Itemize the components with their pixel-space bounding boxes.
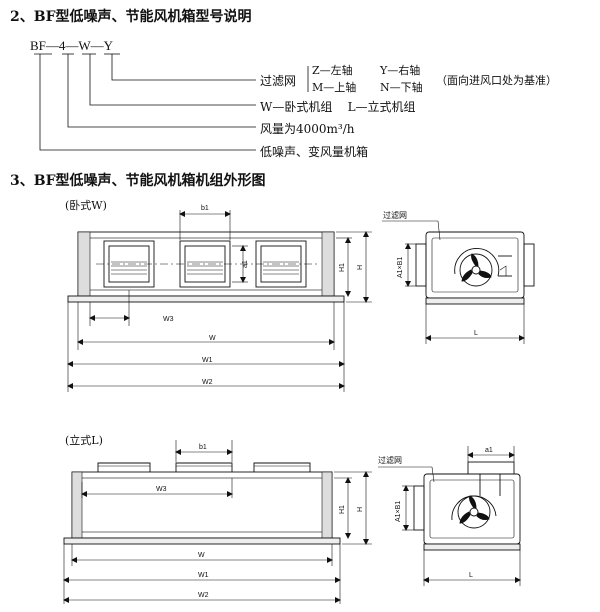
h-w1-label: W1 — [202, 357, 213, 364]
horizontal-fan-icon — [454, 248, 512, 287]
h-b1-label: b1 — [201, 205, 209, 212]
filter-label: 过滤网 — [260, 74, 297, 88]
v-b1-label: b1 — [199, 444, 207, 451]
h-a1-label: a1 — [242, 260, 249, 268]
h-w3-label: W3 — [163, 316, 174, 323]
horizontal-caption: (卧式W) — [65, 199, 107, 212]
h-w-label: W — [209, 335, 216, 342]
section-2-heading: 2、BF型低噪声、节能风机箱型号说明 — [10, 9, 252, 25]
v-w2-label: W2 — [198, 592, 209, 599]
h-h-label: H — [357, 265, 364, 270]
m-top-axis-label: M—上轴 — [312, 81, 357, 94]
vertical-side-dimensions — [378, 446, 521, 586]
z-left-axis-label: Z—左轴 — [312, 64, 353, 77]
horizontal-front-view — [67, 231, 345, 303]
model-code: BF—4—W—Y — [30, 38, 114, 53]
horizontal-side-dimensions — [382, 220, 525, 344]
type-label: W—卧式机组 L—立式机组 — [260, 100, 416, 114]
vertical-caption: (立式L) — [65, 434, 103, 447]
h-w2-label: W2 — [202, 379, 213, 386]
series-label: 低噪声、变风量机箱 — [260, 145, 369, 159]
v-w3-label: W3 — [156, 486, 167, 493]
vertical-side-view — [413, 461, 521, 551]
vertical-outlet-left — [97, 462, 151, 472]
v-l-label: L — [469, 572, 473, 579]
v-a1-label: a1 — [485, 447, 493, 454]
v-w-label: W — [198, 552, 205, 559]
vertical-fan-icon — [451, 474, 501, 529]
h-h1-label: H1 — [339, 263, 346, 272]
h-a1b1-label: A1×B1 — [397, 257, 404, 278]
y-right-axis-label: Y—右轴 — [380, 64, 421, 77]
model-leader-lines — [34, 53, 309, 151]
vertical-outlet-right — [253, 462, 311, 472]
n-bottom-axis-label: N—下轴 — [380, 81, 423, 94]
horizontal-dimensions — [67, 210, 372, 392]
v-h-label: H — [357, 507, 364, 512]
v-filter-label: 过滤网 — [378, 455, 402, 465]
v-h1-label: H1 — [339, 505, 346, 514]
airflow-label: 风量为4000m³/h — [260, 122, 355, 136]
basis-note: （面向进风口处为基准） — [436, 74, 557, 87]
v-w1-label: W1 — [198, 572, 209, 579]
vertical-front-view — [63, 462, 341, 545]
h-l-label: L — [474, 330, 478, 337]
h-filter-label: 过滤网 — [383, 210, 407, 220]
vertical-outlet-middle — [175, 462, 233, 472]
section-3-heading: 3、BF型低噪声、节能风机箱机组外形图 — [10, 173, 266, 189]
horizontal-side-view — [415, 231, 535, 305]
vertical-dimensions — [63, 440, 372, 604]
v-a1b1-label: A1×B1 — [395, 501, 402, 522]
